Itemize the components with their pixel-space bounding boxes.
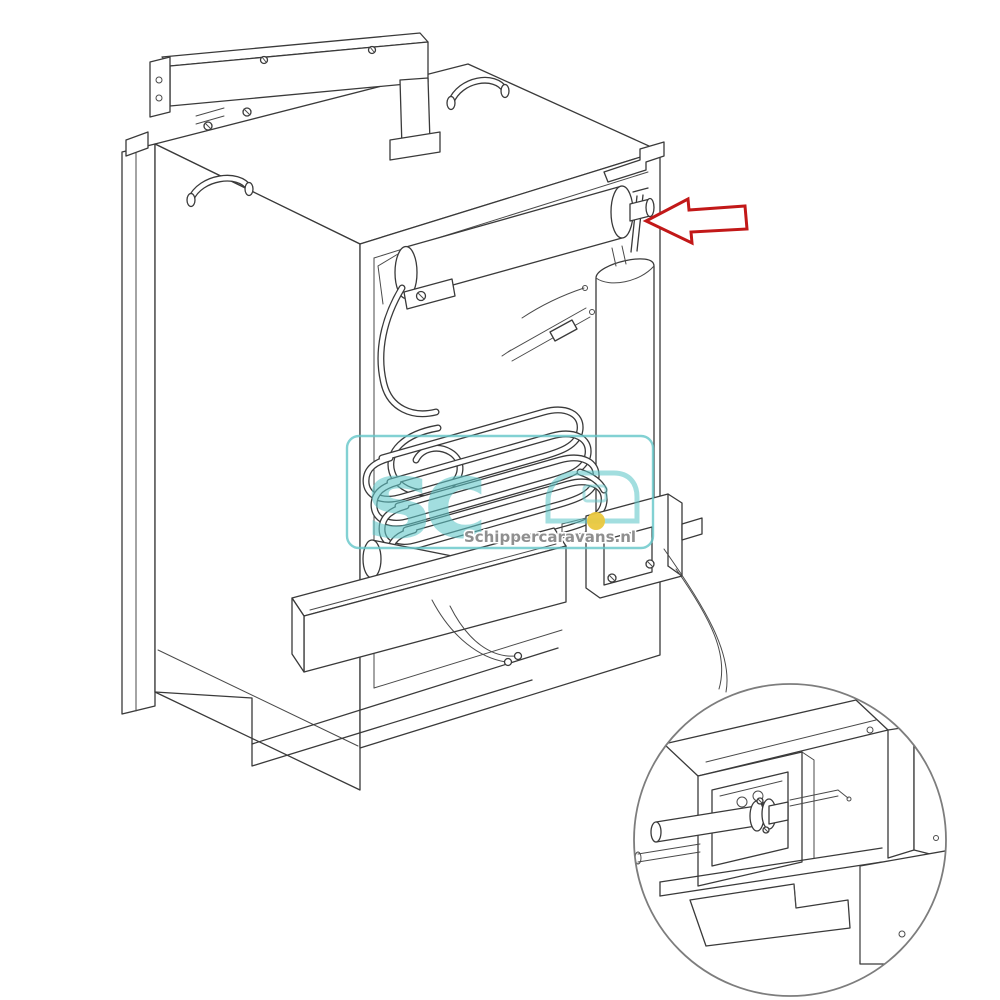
watermark: sc Schippercaravans.nl [345, 434, 655, 563]
drip-tray [291, 527, 567, 673]
thermocouple-wires [501, 285, 595, 362]
caravan-wheel-icon [587, 512, 605, 530]
watermark-site-text: Schippercaravans.nl [464, 528, 636, 546]
detail-bottom-plate [859, 847, 946, 965]
front-door-edge [121, 143, 156, 715]
sheet-metal-tab [603, 141, 665, 183]
burner-side-tab [681, 517, 703, 541]
condenser-bracket [403, 278, 456, 310]
detail-igniter-electrode [789, 789, 852, 807]
watermark-frame [345, 434, 655, 550]
watermark-logo: sc [366, 435, 481, 563]
caravan-window [582, 484, 608, 503]
detail-burner-assembly [634, 699, 946, 965]
condenser-tube [377, 185, 655, 310]
detail-right-channel [887, 725, 915, 859]
top-mounting-bracket [125, 32, 441, 161]
lift-handle-right [446, 76, 510, 111]
burner-access-opening [603, 526, 653, 586]
cabinet-bottom-edge [154, 679, 533, 767]
corner-tab [125, 131, 149, 157]
detail-callout [633, 683, 947, 997]
highlight-arrow [642, 196, 749, 246]
lift-handle-left [186, 174, 254, 208]
caravan-icon [545, 470, 640, 524]
cabinet-side-face [154, 143, 361, 791]
callout-leader-lines [663, 548, 728, 693]
hanger-wire [377, 253, 399, 305]
burner-wires [431, 599, 523, 667]
callout-circle-outline [633, 683, 947, 997]
detail-side-panel [913, 725, 946, 863]
